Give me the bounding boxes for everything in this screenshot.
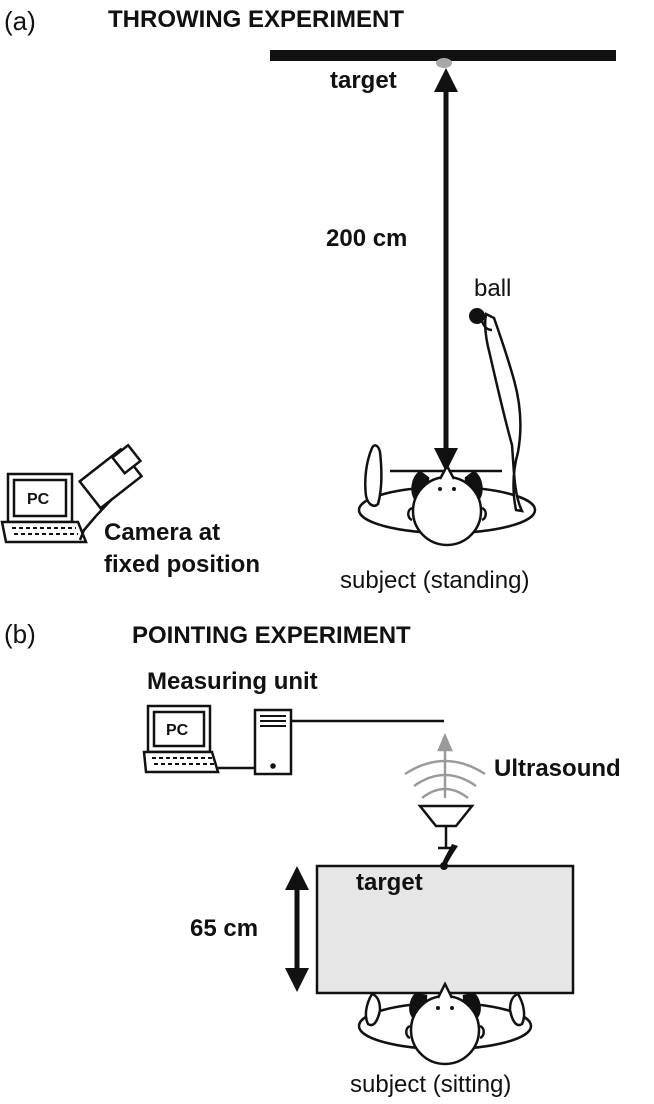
target-wall <box>270 50 616 61</box>
standing-subject-figure <box>357 311 537 547</box>
pc-computer-a <box>0 472 88 544</box>
distance-label-a: 200 cm <box>326 225 407 252</box>
target-marker <box>436 58 452 68</box>
measuring-tower <box>218 708 444 776</box>
measuring-unit-label: Measuring unit <box>147 668 318 695</box>
pc-label-a: PC <box>27 491 50 508</box>
pc-label-b: PC <box>166 722 189 739</box>
camera-label-line2: fixed position <box>104 551 260 578</box>
target-label-a: target <box>330 67 397 94</box>
camera-label-line1: Camera at <box>104 519 220 546</box>
target-pointer <box>440 844 458 870</box>
panel-b-letter: (b) <box>4 619 36 649</box>
panel-a-title: THROWING EXPERIMENT <box>108 6 404 33</box>
ball-label: ball <box>474 275 511 302</box>
panel-b-title: POINTING EXPERIMENT <box>132 622 411 649</box>
target-label-b: target <box>356 869 423 896</box>
distance-arrow-a <box>434 68 458 472</box>
distance-label-b: 65 cm <box>190 915 258 942</box>
ultrasound-waves <box>404 732 486 799</box>
pc-computer-b <box>142 704 220 774</box>
ultrasound-emitter <box>417 804 475 850</box>
camera-icon <box>77 443 144 541</box>
distance-arrow-b <box>285 866 309 992</box>
ultrasound-label: Ultrasound <box>494 755 621 782</box>
subject-label-b: subject (sitting) <box>350 1071 511 1098</box>
subject-label-a: subject (standing) <box>340 567 529 594</box>
panel-a-letter: (a) <box>4 6 36 36</box>
sitting-subject-figure <box>357 981 533 1066</box>
